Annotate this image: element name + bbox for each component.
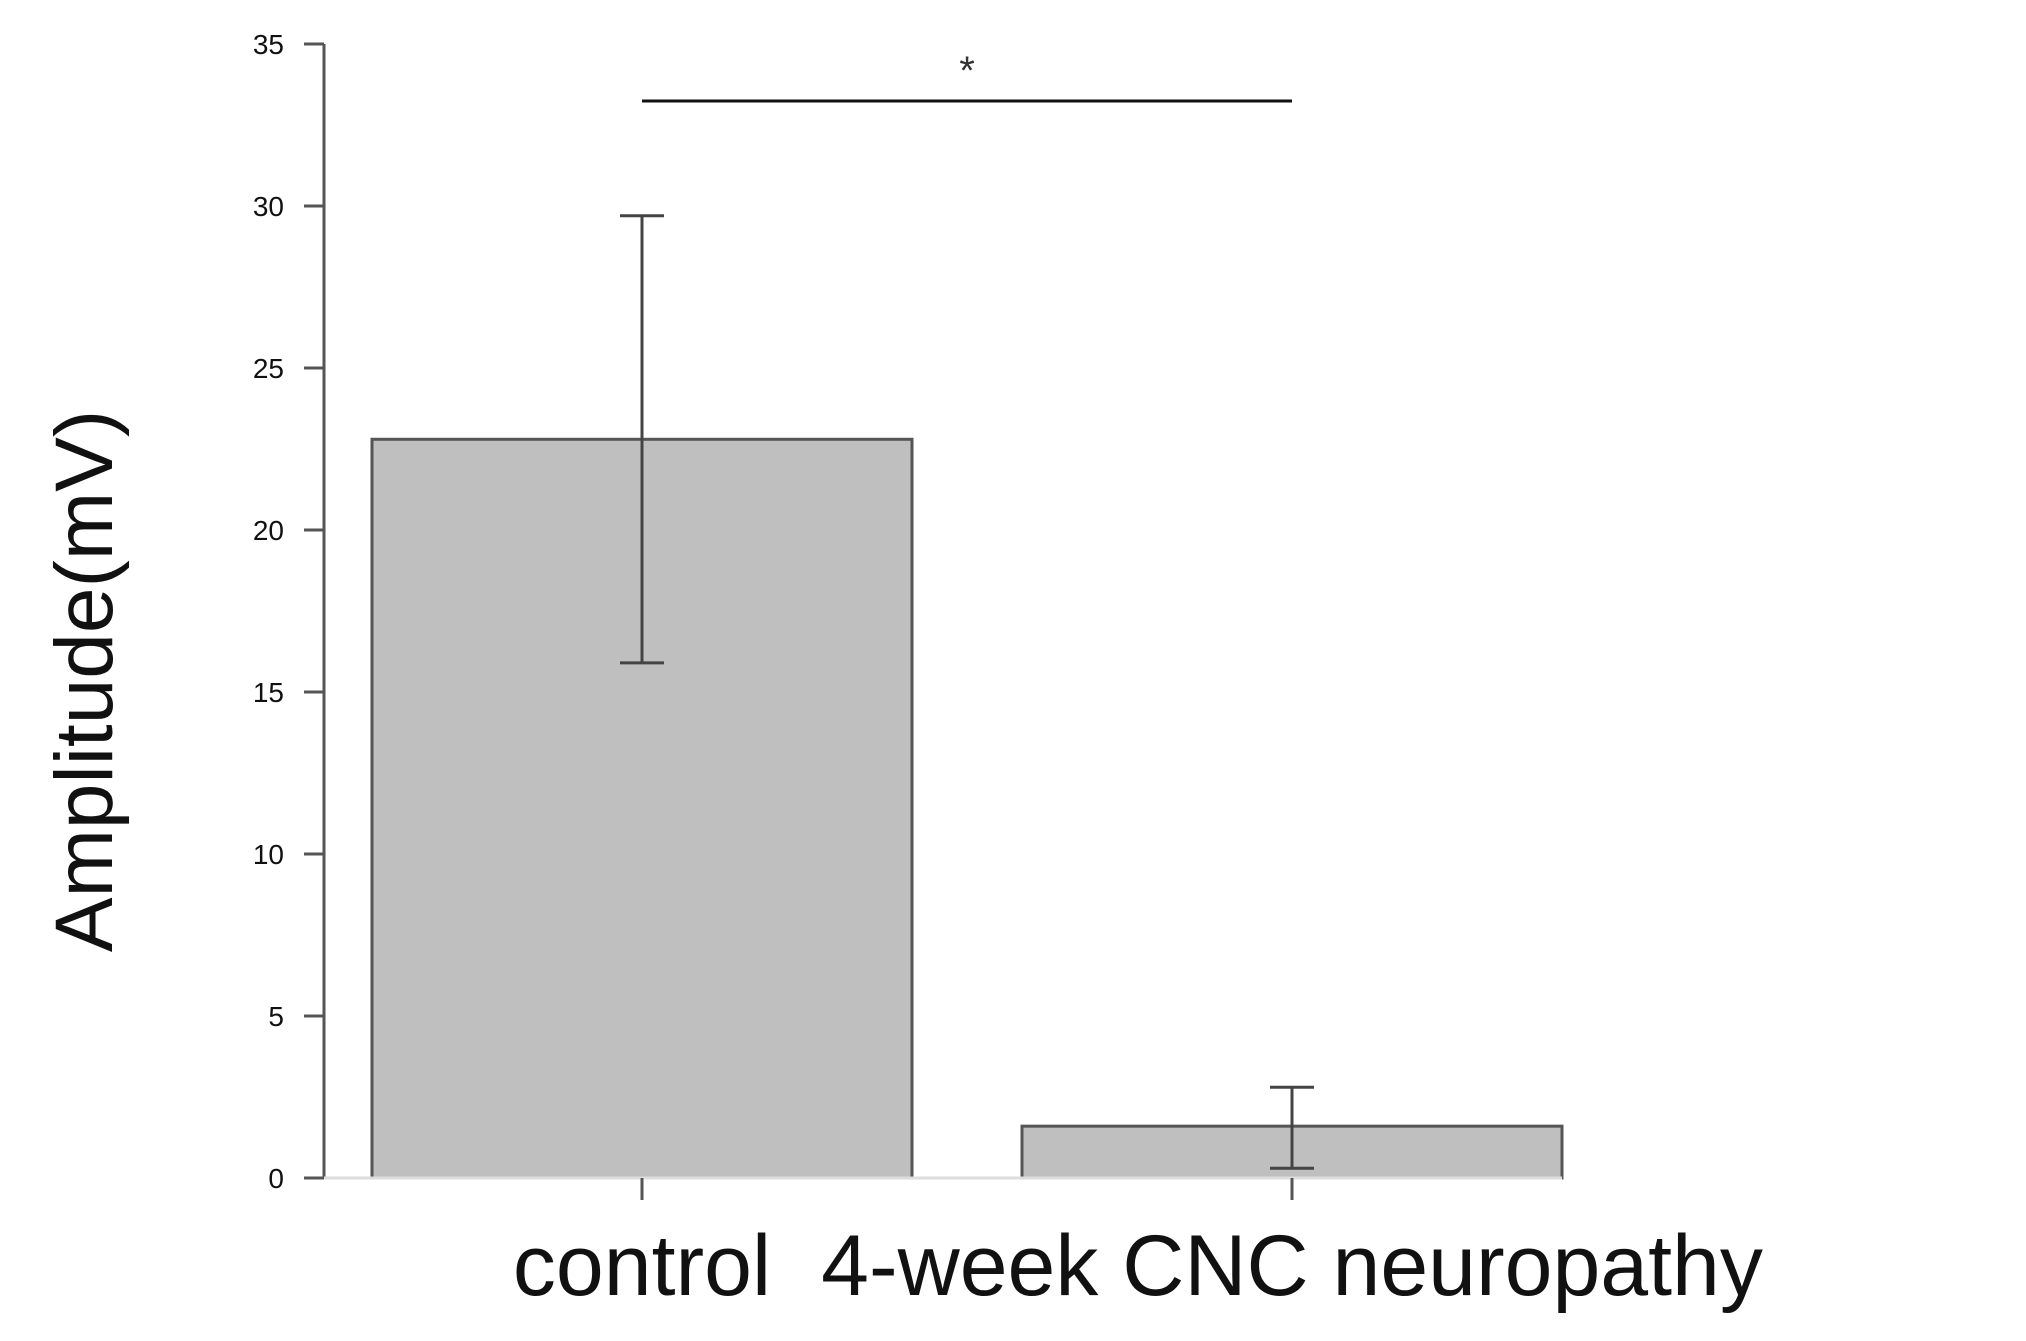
x-tick-label-1: 4-week CNC neuropathy — [821, 1218, 1763, 1314]
significance-annotation: * — [642, 49, 1292, 103]
bars-layer — [370, 437, 1564, 1180]
significance-label: * — [959, 49, 975, 93]
y-axis: 0 5 10 15 20 25 30 35 — [253, 29, 326, 1194]
y-tick-label-35: 35 — [253, 29, 284, 60]
y-tick-label-25: 25 — [253, 353, 284, 384]
x-tick-label-0: control — [513, 1218, 771, 1314]
x-axis: control 4-week CNC neuropathy — [324, 1176, 1763, 1314]
y-tick-label-20: 20 — [253, 515, 284, 546]
y-tick-label-30: 30 — [253, 191, 284, 222]
y-tick-label-5: 5 — [268, 1001, 284, 1032]
error-bars-layer — [620, 214, 1314, 1170]
y-tick-label-15: 15 — [253, 677, 284, 708]
y-tick-label-10: 10 — [253, 839, 284, 870]
y-axis-title: Amplitude(mV) — [39, 410, 130, 952]
y-tick-label-0: 0 — [268, 1163, 284, 1194]
